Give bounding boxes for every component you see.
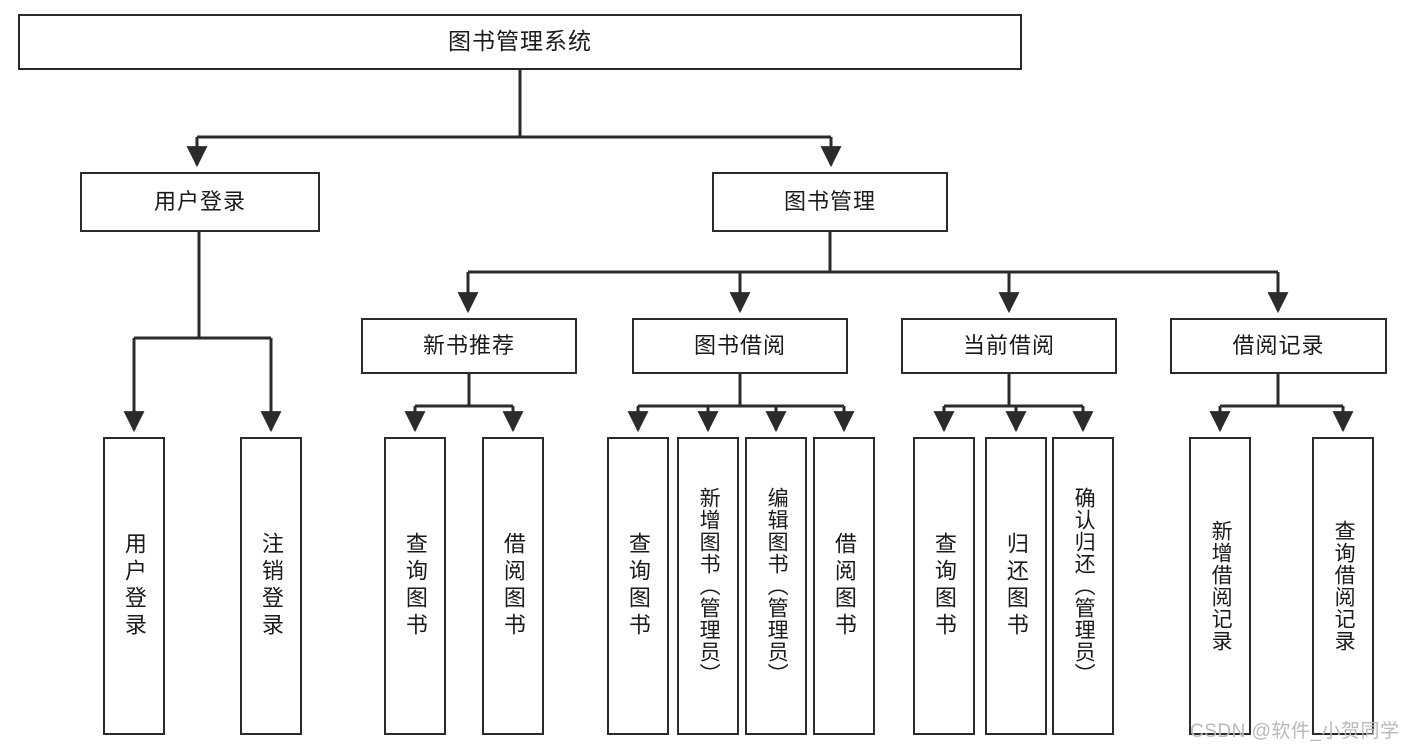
node-new-book-recommendation[interactable]: 新书推荐 [361,318,577,374]
leaf-edit-book-admin[interactable]: 编辑图书（管理员） [745,437,807,735]
leaf-query-book-borrowing[interactable]: 查询图书 [607,437,669,735]
leaf-borrow-book-newbook[interactable]: 借阅图书 [482,437,544,735]
leaf-confirm-return-admin[interactable]: 确认归还（管理员） [1052,437,1114,735]
node-current-borrowing[interactable]: 当前借阅 [901,318,1117,374]
node-borrow-records[interactable]: 借阅记录 [1170,318,1387,374]
node-book-management[interactable]: 图书管理 [712,172,948,232]
leaf-query-borrow-record[interactable]: 查询借阅记录 [1312,437,1374,735]
node-root[interactable]: 图书管理系统 [18,14,1022,70]
leaf-query-book-newbook[interactable]: 查询图书 [384,437,446,735]
leaf-logout[interactable]: 注销登录 [240,437,302,735]
leaf-query-book-current[interactable]: 查询图书 [913,437,975,735]
leaf-borrow-book-borrowing[interactable]: 借阅图书 [813,437,875,735]
leaf-return-book[interactable]: 归还图书 [985,437,1047,735]
leaf-user-login[interactable]: 用户登录 [103,437,165,735]
node-book-borrowing[interactable]: 图书借阅 [632,318,848,374]
watermark: CSDN @软件_小贺同学 [1190,721,1400,742]
leaf-add-borrow-record[interactable]: 新增借阅记录 [1189,437,1251,735]
node-user-login[interactable]: 用户登录 [80,172,320,232]
leaf-add-book-admin[interactable]: 新增图书（管理员） [677,437,739,735]
